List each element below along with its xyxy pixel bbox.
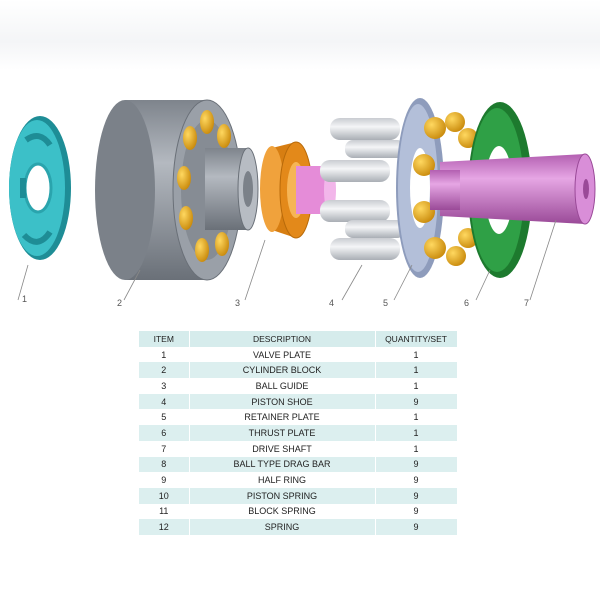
cell-description: SPRING <box>189 519 376 535</box>
cell-item: 8 <box>139 456 190 473</box>
cell-quantity: 1 <box>375 440 458 457</box>
cell-quantity: 1 <box>375 362 458 379</box>
callout-labels: 1 2 3 4 5 6 7 <box>22 294 529 308</box>
cell-quantity: 9 <box>375 487 458 504</box>
cell-item: 12 <box>139 519 190 535</box>
callout-3: 3 <box>235 298 240 308</box>
cell-item: 7 <box>139 440 190 457</box>
header-description: DESCRIPTION <box>189 331 376 347</box>
cell-quantity: 9 <box>375 472 458 488</box>
background-band <box>0 0 600 70</box>
callout-7: 7 <box>524 298 529 308</box>
cell-item: 10 <box>139 487 190 504</box>
cell-description: BALL GUIDE <box>189 378 376 394</box>
cell-item: 11 <box>139 503 190 520</box>
cell-item: 4 <box>139 393 190 410</box>
cell-description: DRIVE SHAFT <box>189 440 376 457</box>
cell-quantity: 1 <box>375 378 458 394</box>
cell-description: BLOCK SPRING <box>189 503 376 520</box>
valve-plate <box>9 116 71 260</box>
callout-2: 2 <box>117 298 122 308</box>
cell-quantity: 9 <box>375 519 458 535</box>
callout-1: 1 <box>22 294 27 304</box>
cell-description: HALF RING <box>189 472 376 488</box>
cell-description: THRUST PLATE <box>189 425 376 441</box>
pistons <box>320 118 405 260</box>
exploded-pump-diagram: 1 2 3 4 5 6 7 <box>9 98 596 308</box>
drive-shaft <box>430 153 596 225</box>
cell-quantity: 9 <box>375 456 458 473</box>
cell-description: RETAINER PLATE <box>189 409 376 426</box>
cell-quantity: 9 <box>375 393 458 410</box>
cell-quantity: 1 <box>375 346 458 363</box>
cell-quantity: 1 <box>375 425 458 441</box>
cell-quantity: 9 <box>375 503 458 520</box>
header-item: ITEM <box>139 331 190 347</box>
cell-description: PISTON SHOE <box>189 393 376 410</box>
cell-item: 6 <box>139 425 190 441</box>
cell-item: 9 <box>139 472 190 488</box>
callout-4: 4 <box>329 298 334 308</box>
cell-quantity: 1 <box>375 409 458 426</box>
cylinder-block <box>95 99 259 281</box>
cell-item: 3 <box>139 378 190 394</box>
cell-description: CYLINDER BLOCK <box>189 362 376 379</box>
table-header-row: ITEM DESCRIPTION QUANTITY/SET <box>139 331 458 347</box>
cell-item: 2 <box>139 362 190 379</box>
callout-6: 6 <box>464 298 469 308</box>
cell-description: PISTON SPRING <box>189 487 376 504</box>
ball-guide <box>260 141 336 239</box>
callout-5: 5 <box>383 298 388 308</box>
callout-lines <box>17 219 557 301</box>
cell-item: 5 <box>139 409 190 426</box>
header-quantity: QUANTITY/SET <box>375 331 458 347</box>
cell-description: BALL TYPE DRAG BAR <box>189 456 376 473</box>
cell-description: VALVE PLATE <box>189 346 376 363</box>
cell-item: 1 <box>139 346 190 363</box>
